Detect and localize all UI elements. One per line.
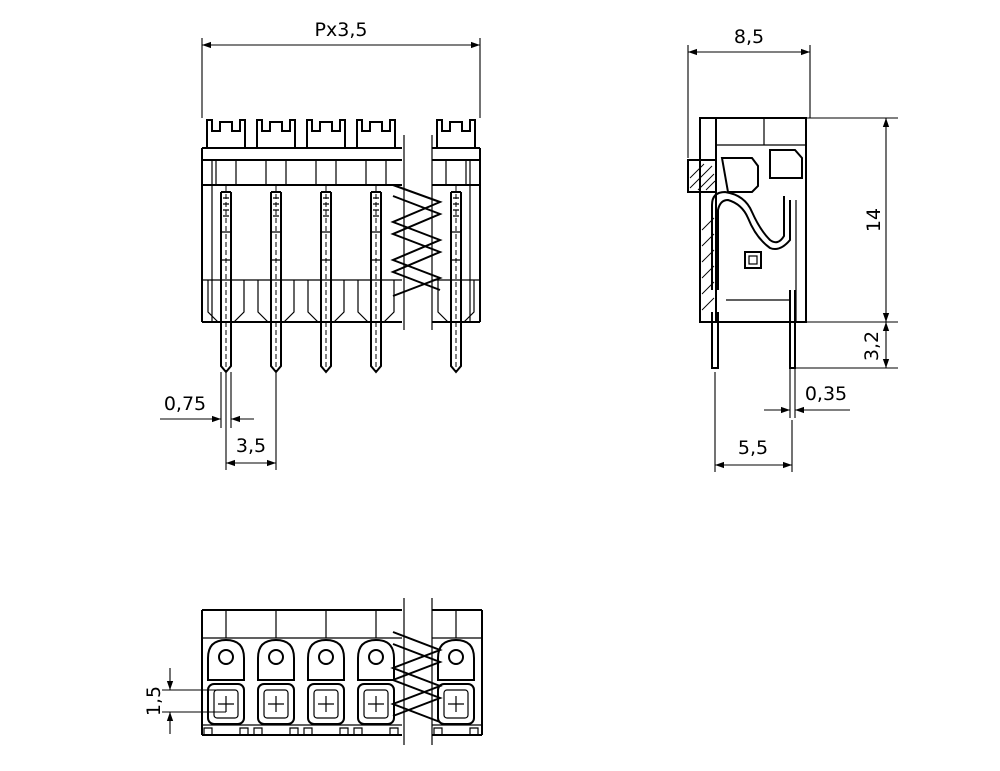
front-contact-5: [436, 119, 476, 374]
front-contact-3: [306, 119, 346, 374]
side-dim-pin-thickness: 0,35: [764, 368, 850, 418]
bottom-dim-row-offset: 1,5: [143, 668, 226, 734]
front-contact-4: [356, 119, 396, 374]
bottom-contact-1: [203, 610, 249, 735]
front-dim-pitch-total: Px3,5: [201, 19, 481, 118]
pin-thickness-label: 0,35: [805, 383, 847, 405]
side-dim-pin-offset: 5,5: [714, 372, 793, 472]
front-contact-2: [256, 119, 296, 374]
side-housing: [687, 117, 807, 323]
side-dim-pin-length: 3,2: [795, 322, 898, 369]
bottom-contact-5: [433, 610, 479, 735]
side-pins: [711, 290, 796, 369]
bottom-contact-3: [303, 610, 349, 735]
depth-label: 8,5: [734, 26, 764, 48]
bottom-contact-2: [253, 610, 299, 735]
pin-offset-label: 5,5: [738, 437, 768, 459]
bottom-view: 1,5: [143, 598, 483, 748]
bottom-housing: [201, 609, 483, 736]
row-offset-label: 1,5: [143, 686, 165, 716]
pin-width-label: 0,75: [164, 393, 206, 415]
front-break-lines: [390, 132, 443, 332]
height-label: 14: [863, 208, 885, 232]
front-dim-pin-width: 0,75: [160, 372, 254, 428]
side-spring-contact: [711, 149, 803, 322]
pitch-label: 3,5: [236, 435, 266, 457]
side-dim-depth: 8,5: [687, 26, 811, 158]
pin-length-label: 3,2: [861, 331, 883, 361]
pitch-total-label: Px3,5: [315, 19, 368, 41]
bottom-contact-4: [353, 610, 399, 735]
front-contact-1: [206, 119, 246, 374]
front-view: Px3,5 0,75 3,5: [160, 19, 481, 470]
bottom-break-lines: [390, 598, 443, 748]
side-view: 8,5 14 3,2 0,35 5,5: [687, 26, 898, 472]
side-dim-height: 14: [806, 117, 898, 323]
front-dim-pitch: 3,5: [225, 372, 277, 470]
